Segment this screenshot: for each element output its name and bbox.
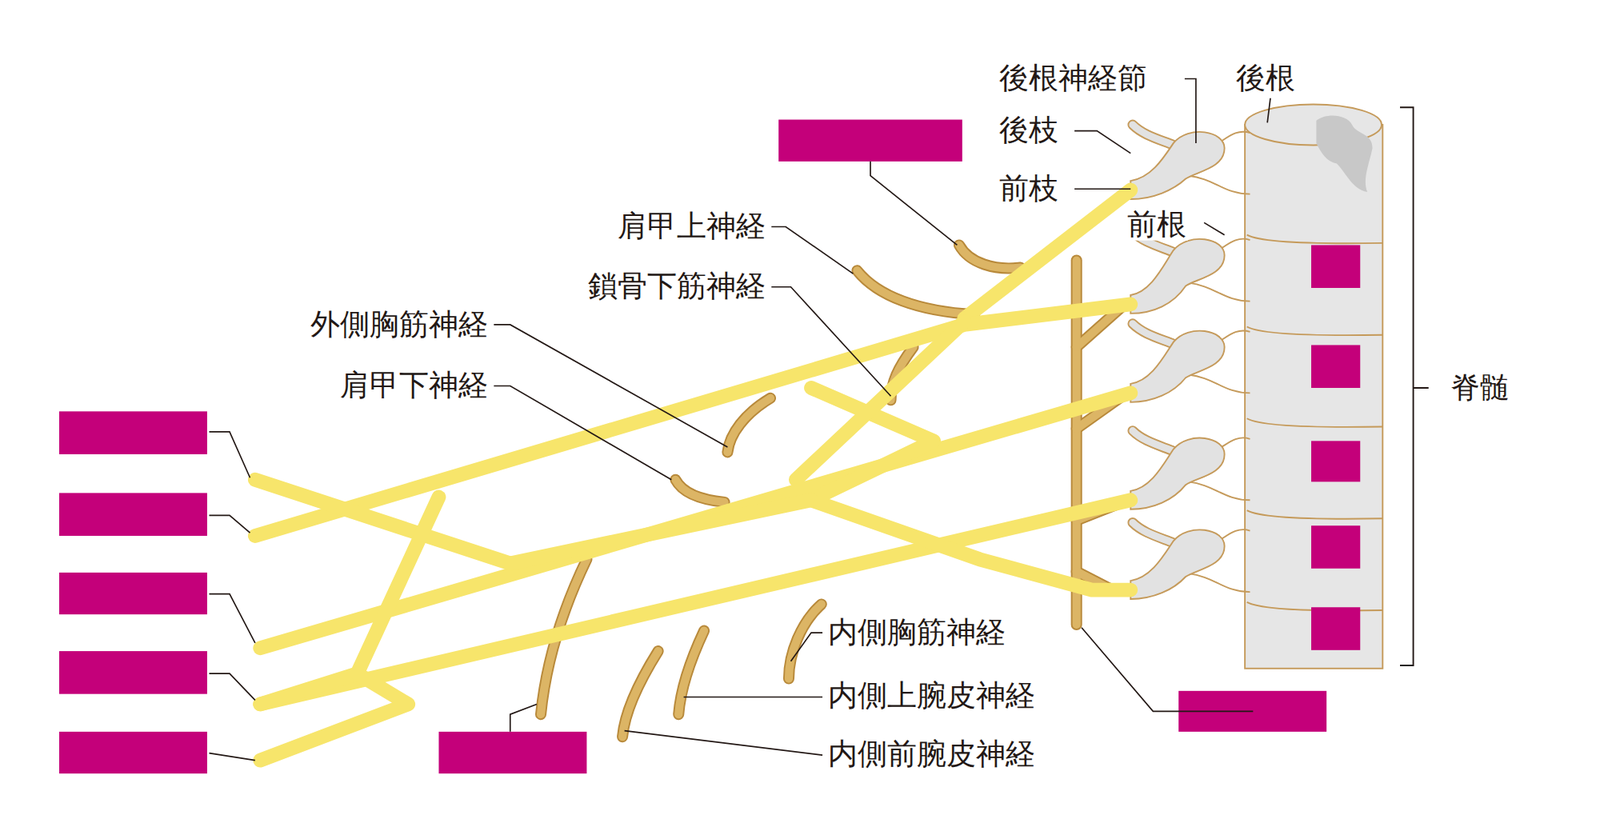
part-label: 後枝	[997, 114, 1060, 148]
spinal-cord	[1244, 104, 1383, 668]
plexus-nerves	[255, 190, 1131, 761]
part-label: 肩甲上神経	[616, 210, 768, 244]
part-label: 外側胸筋神経	[308, 308, 490, 341]
blank-box	[59, 120, 1327, 775]
root-segment	[1130, 324, 1250, 403]
part-label: 鎖骨下筋神経	[586, 270, 768, 304]
leader-lines	[208, 79, 1271, 761]
part-label: 内側前腕皮神経	[826, 737, 1037, 771]
part-label: 内側胸筋神経	[826, 616, 1008, 649]
root-segment	[1130, 232, 1250, 314]
part-label: 後根	[1234, 62, 1297, 96]
part-label: 内側上腕皮神経	[826, 680, 1037, 713]
part-label: 前根	[1125, 208, 1188, 241]
part-label: 前枝	[997, 172, 1060, 206]
part-label: 後根神経節	[997, 62, 1149, 96]
part-label: 肩甲下神経	[338, 369, 490, 403]
part-label: 脊髄	[1448, 371, 1512, 404]
root-segment	[1130, 522, 1250, 600]
root-segment	[1130, 124, 1250, 200]
spinal-roots	[1130, 124, 1250, 600]
root-segment	[1130, 431, 1250, 510]
